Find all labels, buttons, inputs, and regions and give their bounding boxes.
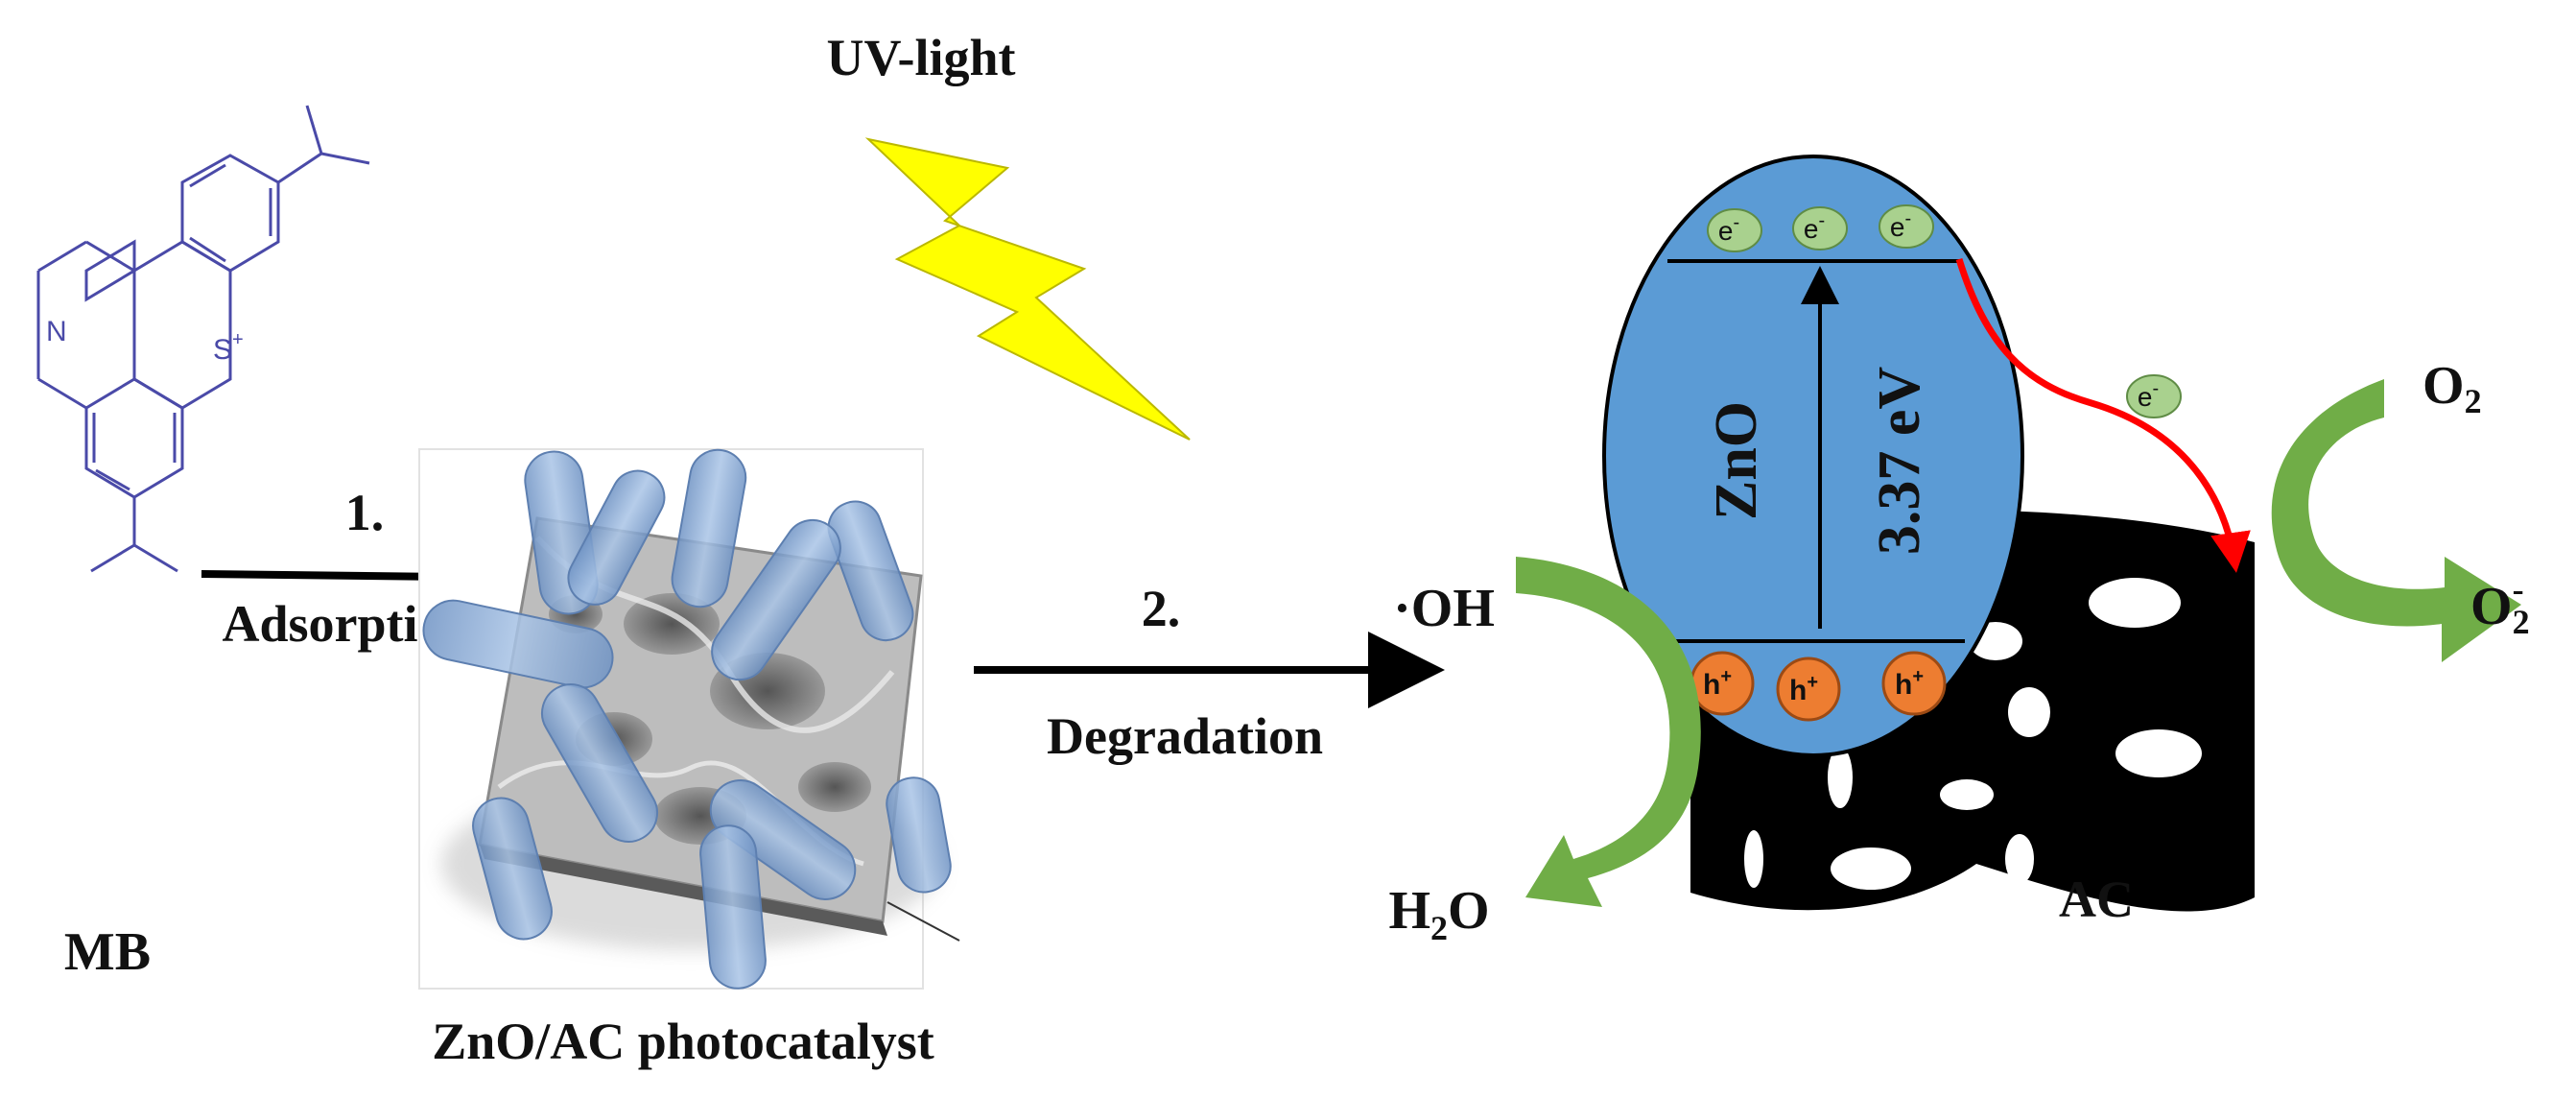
step2-number: 2. <box>1142 580 1181 637</box>
transferred-electron-charge: - <box>2152 378 2159 399</box>
electron-2-text: e <box>1804 214 1819 244</box>
superoxide-charge: - <box>2513 570 2524 609</box>
electron-3-text: e <box>1890 212 1905 242</box>
oxygen-to-superoxide-arrow <box>2271 379 2521 662</box>
molecule-s-charge: + <box>232 329 244 350</box>
zno-label: ZnO <box>1704 401 1769 520</box>
hole-1-text: h <box>1703 669 1720 701</box>
superoxide-o: O <box>2470 577 2513 636</box>
hydroxyl-to-water-arrow <box>1516 557 1701 907</box>
svg-text:e-: e- <box>2138 378 2159 412</box>
electron-1-charge: - <box>1733 212 1739 233</box>
molecule-s-text: S <box>213 334 232 366</box>
svg-text:h+: h+ <box>1895 666 1924 701</box>
hole-2-charge: + <box>1807 672 1818 693</box>
step1-number: 1. <box>345 484 385 541</box>
uv-light-label: UV-light <box>827 29 1016 86</box>
electron-3-charge: - <box>1904 208 1911 229</box>
svg-text:e-: e- <box>1890 208 1911 242</box>
transferred-electron-text: e <box>2138 382 2153 412</box>
electron-transfer-arrow <box>1955 257 2251 573</box>
zno-rods <box>422 448 952 990</box>
water-o: O <box>1448 881 1490 941</box>
hole-3-text: h <box>1895 669 1912 701</box>
mb-molecule <box>36 105 370 573</box>
molecule-s-label: S+ <box>213 329 244 366</box>
electron-1: e- <box>1707 208 1762 252</box>
water-label: H2O <box>1388 881 1489 947</box>
step2-label: Degradation <box>1047 707 1323 765</box>
electron-2-charge: - <box>1818 210 1825 231</box>
hole-2: h+ <box>1776 656 1841 722</box>
superoxide-subscript: 2 <box>2513 603 2530 641</box>
molecule-n-label: N <box>46 316 67 347</box>
lightning-bolt-icon <box>864 137 1191 441</box>
electron-3: e- <box>1879 204 1934 249</box>
zno-particle <box>1602 155 2024 757</box>
catalyst-label: ZnO/AC photocatalyst <box>432 1013 934 1070</box>
oxygen-o: O <box>2422 356 2465 416</box>
svg-text:h+: h+ <box>1789 672 1818 706</box>
electron-2: e- <box>1792 206 1848 251</box>
svg-text:e-: e- <box>1718 212 1739 246</box>
superoxide-label: O2- <box>2470 570 2530 641</box>
ac-label: AC <box>2059 871 2134 928</box>
water-subscript: 2 <box>1430 909 1448 947</box>
hole-1: h+ <box>1690 651 1755 716</box>
transferred-electron: e- <box>2126 374 2182 418</box>
hole-1-charge: + <box>1720 666 1732 687</box>
band-gap-label: 3.37 eV <box>1867 367 1932 556</box>
oxygen-subscript: 2 <box>2465 382 2482 420</box>
hole-3-charge: + <box>1912 666 1924 687</box>
hole-3: h+ <box>1881 651 1947 716</box>
water-h: H <box>1388 881 1430 941</box>
hole-2-text: h <box>1789 675 1807 706</box>
electron-1-text: e <box>1718 216 1734 246</box>
svg-text:h+: h+ <box>1703 666 1732 701</box>
hydroxyl-label: ·OH <box>1393 579 1495 638</box>
catalyst-image <box>418 448 960 990</box>
oxygen-label: O2 <box>2422 356 2482 420</box>
mb-label: MB <box>64 922 151 982</box>
svg-text:e-: e- <box>1804 210 1825 244</box>
